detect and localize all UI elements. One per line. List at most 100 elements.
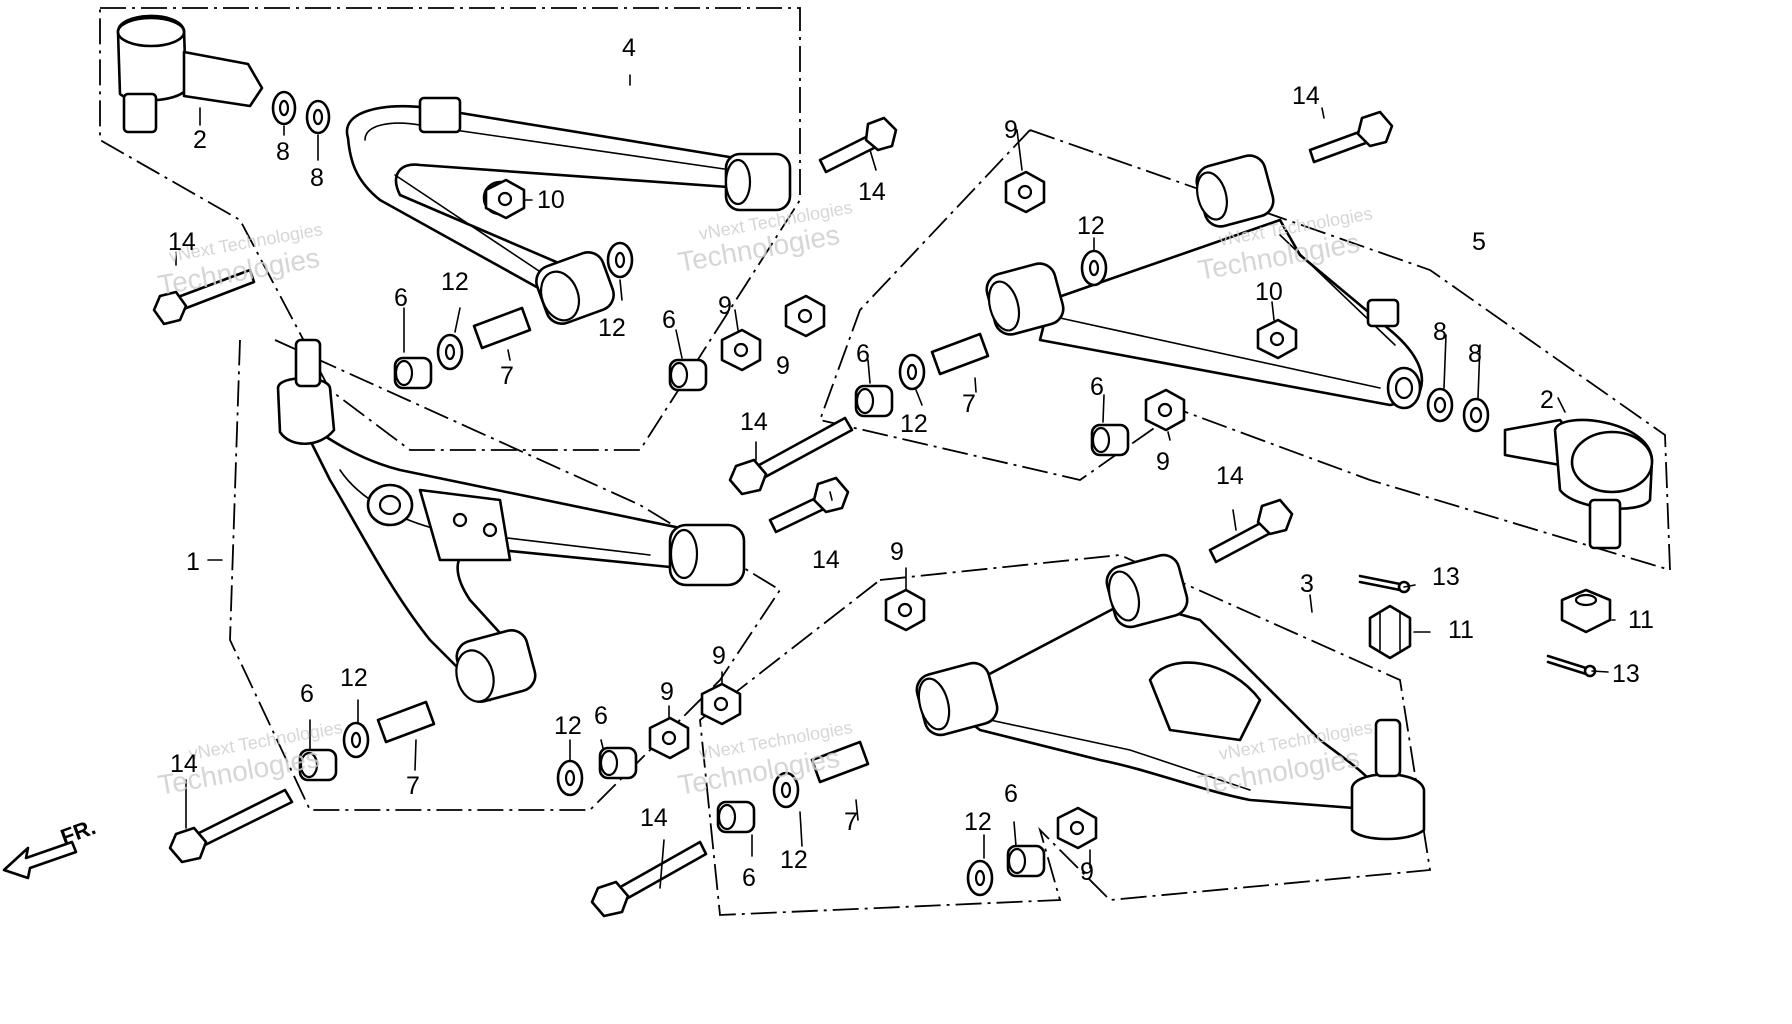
callout-12-c: 12: [900, 410, 928, 438]
callout-9-c: 9: [1004, 116, 1018, 144]
callout-6-d: 6: [1090, 373, 1104, 401]
callout-9-d: 9: [1156, 448, 1170, 476]
callout-10-left: 10: [537, 186, 565, 214]
nut-9-c: [1004, 170, 1046, 214]
bushing-6-g: [716, 800, 756, 834]
bushing-6-b: [668, 358, 708, 392]
bolt-14-a: [152, 268, 256, 326]
callout-7-b: 7: [962, 390, 976, 418]
bolt-14-f: [1208, 498, 1294, 564]
ball-joint-top-left: [116, 14, 264, 134]
callout-5: 5: [1472, 228, 1486, 256]
nut-9-e: [884, 588, 926, 632]
washers-8-left: [271, 90, 331, 135]
callout-14-c: 14: [1292, 82, 1320, 110]
callout-6-g: 6: [742, 864, 756, 892]
washer-12-g: [772, 771, 800, 809]
callout-9-f: 9: [712, 642, 726, 670]
callout-10-right: 10: [1255, 278, 1283, 306]
fr-arrow-icon: [2, 840, 78, 880]
bolt-14-h: [590, 840, 708, 918]
nut-9-h: [1056, 806, 1098, 850]
callout-numbers: 2 8 8 4 10 14 14 6 12 7 12 6 9 9 9 14 12…: [168, 34, 1654, 892]
bushing-6-d: [1090, 423, 1130, 457]
callout-6-b: 6: [662, 306, 676, 334]
callout-6-a: 6: [394, 284, 408, 312]
sleeve-7-b: [930, 332, 990, 376]
callout-13-b: 13: [1612, 660, 1640, 688]
leader-lines: [175, 74, 1616, 889]
washer-12-a: [436, 333, 464, 371]
nut-10-left: [484, 178, 526, 220]
nut-9-g: [648, 716, 690, 760]
sleeve-7-d: [810, 740, 870, 784]
washer-12-e: [342, 721, 370, 759]
cotter-pin-13-b: [1546, 654, 1597, 678]
washer-12-b: [606, 241, 634, 279]
callout-14-g: 14: [170, 750, 198, 778]
callout-6-h: 6: [1004, 780, 1018, 808]
castle-nut-11-a: [1368, 604, 1412, 660]
ball-joint-right: [1503, 418, 1654, 550]
callout-4: 4: [622, 34, 636, 62]
callout-8-c: 8: [1433, 318, 1447, 346]
callout-8-b: 8: [310, 164, 324, 192]
callout-6-f: 6: [594, 702, 608, 730]
bolt-14-d: [728, 416, 854, 496]
callout-6-e: 6: [300, 680, 314, 708]
nut-9-f: [700, 682, 742, 726]
callout-9-g: 9: [660, 678, 674, 706]
group-outlines: [99, 7, 1671, 916]
lower-arm-right: [915, 553, 1426, 841]
callout-11-b: 11: [1628, 606, 1654, 634]
nut-9-d: [1144, 388, 1186, 432]
washer-12-d: [1080, 249, 1108, 287]
castle-nut-11-b: [1560, 588, 1612, 634]
outline-upper-arm-left: [99, 7, 801, 451]
outline-lower-arm-right: [699, 554, 1432, 916]
bolt-14-b: [818, 116, 898, 174]
outline-lower-arm-left: [229, 339, 782, 811]
callout-9-a: 9: [718, 292, 732, 320]
nut-10-right: [1256, 318, 1298, 360]
bushing-6-h: [1006, 844, 1046, 878]
callout-12-b: 12: [598, 314, 626, 342]
callout-12-e: 12: [340, 664, 368, 692]
bushing-6-e: [298, 748, 338, 782]
callout-11-a: 11: [1448, 616, 1474, 644]
callout-12-d: 12: [1077, 212, 1105, 240]
callout-9-b: 9: [776, 352, 790, 380]
outline-upper-arm-right: [818, 129, 1671, 572]
callout-13-a: 13: [1432, 563, 1460, 591]
bushing-6-a: [393, 356, 433, 390]
callout-2-top-left: 2: [193, 126, 207, 154]
bolts-14: [152, 110, 1394, 918]
washer-12-c: [898, 353, 926, 391]
callout-8-a: 8: [276, 138, 290, 166]
callout-12-f: 12: [554, 712, 582, 740]
callout-1: 1: [186, 548, 200, 576]
front-direction-arrow: FR.: [2, 814, 99, 880]
callout-7-a: 7: [500, 362, 514, 390]
washer-12-h: [966, 859, 994, 897]
nut-9-a: [720, 328, 762, 372]
callout-8-d: 8: [1468, 340, 1482, 368]
fr-label: FR.: [57, 814, 99, 850]
callout-12-a: 12: [441, 268, 469, 296]
bolt-14-c: [1308, 110, 1394, 164]
cotter-pin-13-a: [1358, 574, 1411, 594]
bushings: [298, 241, 1130, 897]
callout-7-c: 7: [406, 772, 420, 800]
callout-2-right: 2: [1540, 386, 1554, 414]
callout-12-g: 12: [780, 846, 808, 874]
callout-6-c: 6: [856, 340, 870, 368]
bolt-14-g: [168, 788, 294, 864]
bolt-14-e: [768, 476, 850, 534]
washer-12-f: [556, 759, 584, 797]
callout-14-b: 14: [858, 178, 886, 206]
callout-9-e: 9: [890, 538, 904, 566]
nut-9-b: [784, 294, 826, 338]
castle-nuts-cotter-pins: [1358, 574, 1612, 678]
lower-arm-left: [276, 338, 746, 703]
